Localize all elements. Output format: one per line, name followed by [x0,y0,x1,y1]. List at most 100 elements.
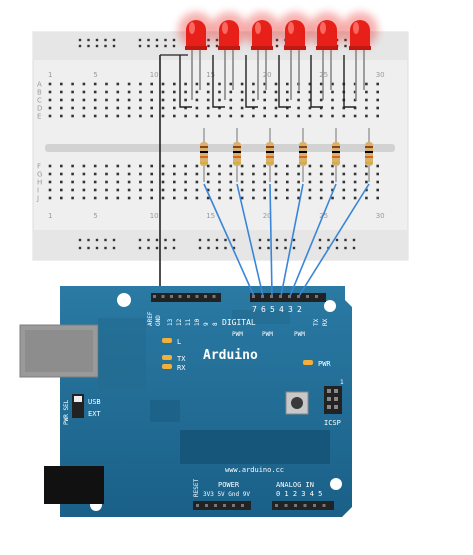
breadboard-hole [127,180,131,184]
breadboard-hole [229,180,233,184]
breadboard-hole [263,114,266,118]
digital-pin-number: 7 [252,305,257,314]
breadboard-hole [308,172,312,176]
breadboard-hole [127,164,131,168]
breadboard-hole [365,188,368,192]
breadboard-hole [240,172,244,176]
led [285,20,305,48]
breadboard-hole [342,180,346,184]
breadboard-hole [105,82,108,86]
breadboard-hole [263,90,266,94]
breadboard-hole [240,114,244,118]
rail-hole [352,246,356,250]
rail-hole [164,246,167,250]
row-letter-top: C [37,97,42,105]
breadboard-hole [195,106,199,110]
icsp-pin [327,389,331,393]
breadboard-hole [274,106,278,110]
breadboard-hole [150,196,153,200]
breadboard-hole [127,90,131,94]
breadboard-hole [184,196,187,200]
breadboard-hole [240,188,244,192]
rail-hole [232,238,236,242]
breadboard-hole [297,90,300,94]
rail-hole [104,238,107,242]
rail-hole [198,238,202,242]
resistor-band [332,162,340,164]
resistor-band [233,162,241,164]
rail-hole [155,44,159,48]
breadboard-hole [161,114,165,118]
led-highlight [288,22,294,34]
breadboard-hole [252,172,255,176]
breadboard-hole [286,196,289,200]
breadboard-hole [60,196,63,200]
breadboard-hole [229,188,233,192]
column-number-top: 15 [206,71,215,79]
breadboard-hole [206,82,210,86]
column-number-bottom: 5 [93,212,97,220]
header-pin [306,295,309,298]
column-number-bottom: 30 [376,212,385,220]
led-ground-jumper [310,55,323,108]
breadboard-hole [105,196,108,200]
breadboard-hole [252,106,255,110]
breadboard-hole [365,172,368,176]
rail-hole [275,44,279,48]
rail-hole [207,238,210,242]
header-pin [252,295,255,298]
header-pin [187,295,190,298]
breadboard-hole [365,106,368,110]
label-pwr: PWR [318,360,331,368]
breadboard-hole [173,188,176,192]
led-array [178,12,378,108]
reset-button-cap[interactable] [291,397,303,409]
breadboard-hole [161,188,165,192]
header-power [193,501,251,510]
rail-hole [95,38,99,42]
resistor-band [299,151,307,153]
breadboard-hole [184,188,187,192]
breadboard-hole [342,106,346,110]
pwr-sel-pin [74,396,82,402]
rail-hole [207,246,210,250]
breadboard-hole [252,82,255,86]
breadboard-hole [71,106,74,110]
breadboard-hole [139,164,142,168]
rail-hole [147,38,150,42]
header-pin [205,504,208,507]
resistor-band [299,146,307,148]
label-tx-right: TX [313,318,320,326]
breadboard-hole [184,114,187,118]
label-led-l: L [177,338,181,346]
breadboard-hole [218,90,221,94]
rail-hole [87,38,90,42]
rail-hole [352,238,356,242]
row-letter-bottom: I [37,187,39,195]
breadboard-hole [206,164,210,168]
breadboard-hole [376,196,379,200]
breadboard-hole [206,172,210,176]
breadboard-hole [353,172,357,176]
icsp-pin [334,405,338,409]
breadboard-hole [173,90,176,94]
mount-hole-bottom-right [330,478,342,490]
resistor-band [365,151,373,153]
led [186,20,206,48]
breadboard-hole [252,196,255,200]
rail-hole [267,246,270,250]
breadboard-hole [331,90,334,94]
breadboard-hole [263,172,266,176]
rail-hole [172,246,176,250]
row-letter-top: E [37,113,41,121]
signal-wire [280,183,304,297]
breadboard-hole [218,188,221,192]
breadboard-hole [116,164,120,168]
label-pwr-sel: PWR SEL [63,399,70,425]
board-region-top [232,310,290,324]
breadboard-hole [331,180,334,184]
breadboard-hole [139,114,142,118]
breadboard-hole [218,180,221,184]
breadboard-hole [274,188,278,192]
header-pin [223,504,226,507]
